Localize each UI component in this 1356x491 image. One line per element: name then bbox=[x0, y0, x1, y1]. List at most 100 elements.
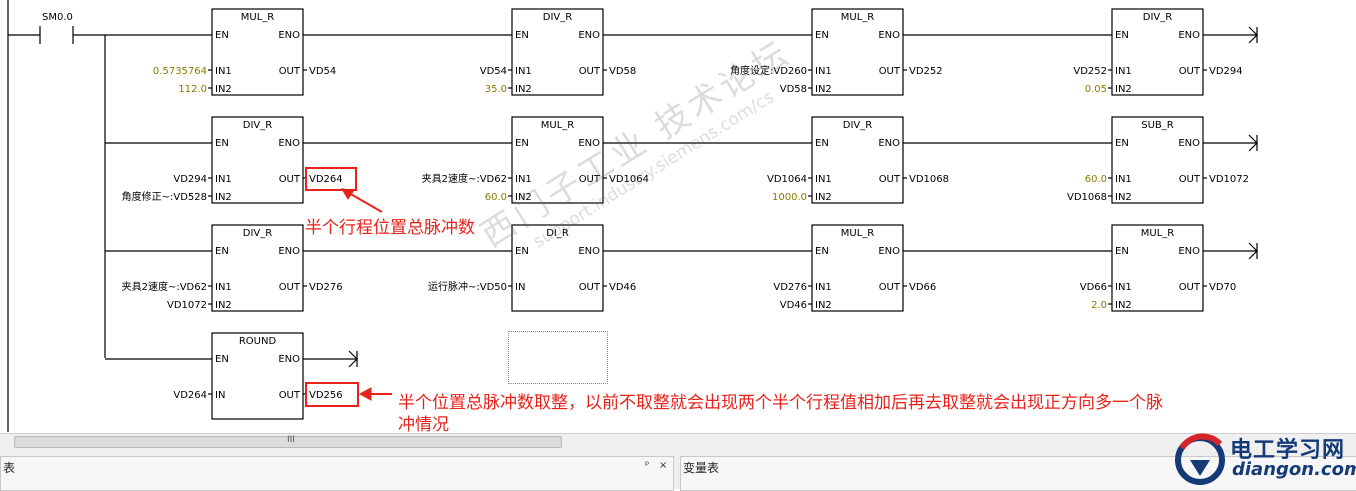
function-block bbox=[811, 8, 904, 96]
block-eno-pin: ENO bbox=[878, 138, 900, 149]
block-eno-pin: ENO bbox=[1178, 138, 1200, 149]
block-name: MUL_R bbox=[541, 120, 575, 131]
contact-label: SM0.0 bbox=[42, 12, 73, 23]
in2-operand: VD46 bbox=[780, 300, 807, 311]
in1-operand: VD54 bbox=[480, 66, 507, 77]
diangon-logo: 电工学习网 diangon.com bbox=[1170, 428, 1356, 489]
block-out-pin: OUT bbox=[279, 390, 301, 401]
in2-operand: VD58 bbox=[780, 84, 807, 95]
arrow-vd256-head bbox=[358, 387, 372, 401]
out-operand: VD252 bbox=[909, 66, 943, 77]
block-name: DIV_R bbox=[243, 120, 272, 131]
block-eno-pin: ENO bbox=[578, 246, 600, 257]
function-block bbox=[211, 116, 304, 204]
out-operand: VD256 bbox=[309, 390, 343, 401]
highlight-vd256 bbox=[305, 382, 359, 407]
block-out-pin: OUT bbox=[879, 282, 901, 293]
in1-operand: 运行脉冲~:VD50 bbox=[428, 280, 507, 293]
block-eno-pin: ENO bbox=[278, 138, 300, 149]
in2-operand: 2.0 bbox=[1091, 300, 1107, 311]
out-operand: VD54 bbox=[309, 66, 336, 77]
annotation-vd264: 半个行程位置总脉冲数 bbox=[305, 218, 475, 238]
in2-operand: 35.0 bbox=[485, 84, 507, 95]
in1-operand: 60.0 bbox=[1085, 174, 1107, 185]
block-name: MUL_R bbox=[841, 12, 875, 23]
in1-operand: VD276 bbox=[773, 282, 807, 293]
block-in1-pin: IN1 bbox=[1115, 282, 1132, 293]
block-eno-pin: ENO bbox=[878, 246, 900, 257]
block-out-pin: OUT bbox=[879, 174, 901, 185]
block-en-pin: EN bbox=[515, 138, 529, 149]
scrollbar-grip: III bbox=[287, 435, 295, 445]
in1-operand: VD264 bbox=[173, 390, 207, 401]
in1-operand: VD252 bbox=[1073, 66, 1107, 77]
block-en-pin: EN bbox=[515, 30, 529, 41]
function-block bbox=[211, 332, 304, 420]
block-eno-pin: ENO bbox=[1178, 246, 1200, 257]
function-block bbox=[811, 224, 904, 312]
out-operand: VD1068 bbox=[909, 174, 949, 185]
in2-operand: 1000.0 bbox=[772, 192, 807, 203]
horizontal-scrollbar[interactable]: III bbox=[0, 433, 1356, 449]
close-icon[interactable]: × bbox=[659, 460, 668, 471]
block-eno-pin: ENO bbox=[578, 138, 600, 149]
function-block bbox=[1111, 224, 1204, 312]
block-out-pin: OUT bbox=[1179, 282, 1201, 293]
block-eno-pin: ENO bbox=[278, 30, 300, 41]
block-in1-pin: IN1 bbox=[215, 282, 232, 293]
block-en-pin: EN bbox=[815, 138, 829, 149]
block-out-pin: OUT bbox=[579, 282, 601, 293]
variable-table-pane[interactable]: 变量表 bbox=[680, 456, 1356, 491]
block-en-pin: EN bbox=[215, 246, 229, 257]
function-block bbox=[511, 224, 604, 312]
block-in1-pin: IN bbox=[515, 282, 525, 293]
in2-operand: 0.05 bbox=[1085, 84, 1107, 95]
scrollbar-thumb[interactable]: III bbox=[14, 435, 562, 448]
block-in1-pin: IN1 bbox=[215, 66, 232, 77]
bottom-panes: 表 ᵖ × 变量表 bbox=[0, 449, 1356, 491]
symbol-table-title: 表 bbox=[3, 461, 16, 475]
logo-globe-icon bbox=[1175, 433, 1225, 485]
block-en-pin: EN bbox=[215, 354, 229, 365]
out-operand: VD294 bbox=[1209, 66, 1243, 77]
selection-box bbox=[508, 331, 608, 384]
function-block bbox=[211, 8, 304, 96]
block-en-pin: EN bbox=[215, 138, 229, 149]
block-en-pin: EN bbox=[1115, 246, 1129, 257]
in1-operand: VD294 bbox=[173, 174, 207, 185]
block-in1-pin: IN1 bbox=[515, 66, 532, 77]
symbol-table-pane[interactable]: 表 ᵖ × bbox=[0, 456, 674, 491]
block-name: MUL_R bbox=[1141, 228, 1175, 239]
block-name: ROUND bbox=[239, 336, 277, 347]
in2-operand: 角度修正~:VD528 bbox=[122, 190, 207, 203]
block-name: DIV_R bbox=[543, 12, 572, 23]
block-eno-pin: ENO bbox=[878, 30, 900, 41]
annotation-vd256-line1: 半个位置总脉冲数取整，以前不取整就会出现两个半个行程值相加后再去取整就会出现正方… bbox=[398, 393, 1163, 413]
block-in2-pin: IN2 bbox=[815, 84, 832, 95]
pin-icon[interactable]: ᵖ bbox=[645, 460, 650, 471]
block-in1-pin: IN1 bbox=[515, 174, 532, 185]
block-en-pin: EN bbox=[515, 246, 529, 257]
block-in2-pin: IN2 bbox=[515, 192, 532, 203]
out-operand: VD276 bbox=[309, 282, 343, 293]
block-name: MUL_R bbox=[841, 228, 875, 239]
block-en-pin: EN bbox=[815, 30, 829, 41]
block-in1-pin: IN bbox=[215, 390, 225, 401]
in1-operand: 0.5735764 bbox=[153, 66, 207, 77]
block-in2-pin: IN2 bbox=[215, 192, 232, 203]
function-block bbox=[1111, 8, 1204, 96]
in2-operand: VD1068 bbox=[1067, 192, 1107, 203]
block-out-pin: OUT bbox=[279, 282, 301, 293]
block-in1-pin: IN1 bbox=[215, 174, 232, 185]
block-in2-pin: IN2 bbox=[215, 300, 232, 311]
block-out-pin: OUT bbox=[279, 66, 301, 77]
function-block bbox=[511, 116, 604, 204]
in1-operand: 夹具2速度~:VD62 bbox=[122, 280, 207, 293]
in1-operand: 角度设定:VD260 bbox=[730, 64, 807, 77]
out-operand: VD1072 bbox=[1209, 174, 1249, 185]
block-en-pin: EN bbox=[1115, 30, 1129, 41]
function-block bbox=[211, 224, 304, 312]
block-name: SUB_R bbox=[1141, 120, 1174, 131]
block-eno-pin: ENO bbox=[278, 246, 300, 257]
block-out-pin: OUT bbox=[579, 174, 601, 185]
